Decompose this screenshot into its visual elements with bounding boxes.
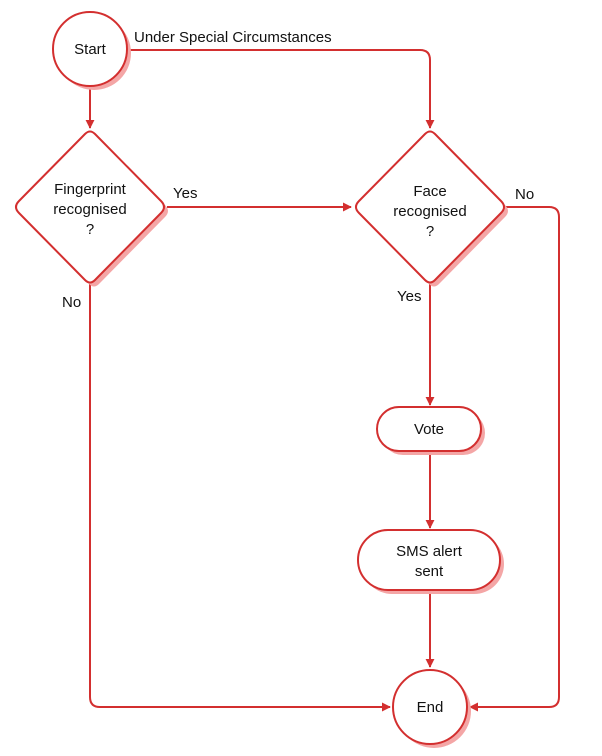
fingerprint-label-line-3: ?: [86, 221, 94, 238]
edge-label-face-no: No: [515, 186, 534, 203]
face-decision-node: Face recognised ?: [355, 130, 508, 287]
vote-node: Vote: [376, 406, 485, 455]
vote-label: Vote: [414, 421, 444, 438]
edge-label-fingerprint-yes: Yes: [173, 185, 197, 202]
fingerprint-label-line-2: recognised: [53, 201, 126, 218]
edge-face-no: [469, 206, 560, 712]
edge-start-to-face-special: [128, 49, 435, 129]
edges: [85, 49, 560, 712]
face-label-line-2: recognised: [393, 203, 466, 220]
sms-label-line-1: SMS alert: [396, 543, 463, 560]
sms-label-line-2: sent: [415, 563, 444, 580]
face-label-line-1: Face: [413, 183, 446, 200]
end-node: End: [392, 669, 471, 748]
fingerprint-decision-node: Fingerprint recognised ?: [15, 130, 168, 287]
edge-label-special: Under Special Circumstances: [134, 29, 332, 46]
start-node: Start: [52, 11, 131, 90]
end-label: End: [417, 699, 444, 716]
edge-fingerprint-no: [89, 284, 391, 712]
face-label-line-3: ?: [426, 223, 434, 240]
start-label: Start: [74, 41, 107, 58]
edge-label-face-yes: Yes: [397, 288, 421, 305]
edge-label-fingerprint-no: No: [62, 294, 81, 311]
sms-alert-node: SMS alert sent: [357, 529, 504, 594]
fingerprint-label-line-1: Fingerprint: [54, 181, 127, 198]
